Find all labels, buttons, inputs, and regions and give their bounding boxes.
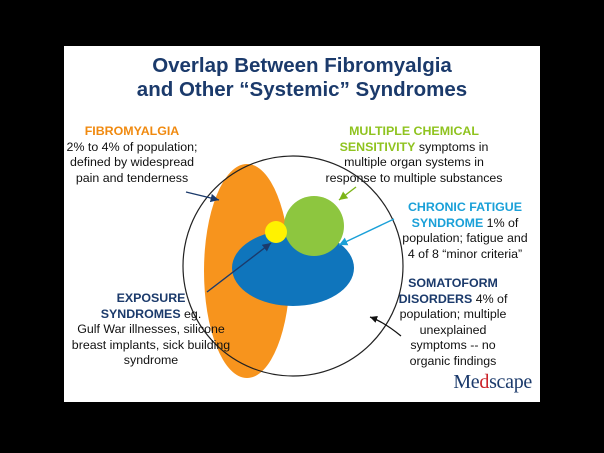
somatoform-line-6: organic findings [409,353,497,368]
mcs-heading-2: SENSITIVITY [339,139,416,154]
mcs-heading-1: MULTIPLE CHEMICAL [349,124,479,138]
label-somatoform: SOMATOFORM DISORDERS 4% of population; m… [390,276,516,369]
fibromyalgia-line-1: 2% to 4% of population; [66,139,198,154]
label-mcs: MULTIPLE CHEMICAL SENSITIVITY symptoms i… [314,124,514,186]
somatoform-line-4: unexplained [419,322,487,337]
cfs-heading-2: SYNDROME [411,215,484,230]
cfs-heading-1: CHRONIC FATIGUE [407,200,523,214]
exposure-line-2: eg. [180,306,202,321]
exposure-heading-1: EXPOSURE [116,291,186,305]
mcs-shape [284,196,344,256]
exposure-heading-2: SYNDROMES [100,306,181,321]
somatoform-line-2: 4% of [472,291,508,306]
somatoform-outline [182,155,404,377]
fibromyalgia-heading: FIBROMYALGIA [84,124,180,138]
exposure-shape [265,221,287,243]
title-line-2: and Other “Systemic” Syndromes [136,78,468,101]
exposure-line-5: syndrome [123,353,179,367]
fibromyalgia-line-2: defined by widespread [70,155,194,169]
arrow-somatoform [369,316,402,337]
cfs-line-4: 4 of 8 “minor criteria” [407,246,523,261]
medscape-logo: Medscape [453,371,532,394]
slide: Overlap Between Fibromyalgia and Other “… [64,46,540,402]
label-cfs: CHRONIC FATIGUE SYNDROME 1% of populatio… [390,200,540,262]
title-line-1: Overlap Between Fibromyalgia [152,54,452,77]
arrow-fibromyalgia [185,191,220,203]
somatoform-line-5: symptoms -- no [410,338,496,352]
venn-diagram [182,155,404,378]
label-fibromyalgia: FIBROMYALGIA 2% to 4% of population; def… [66,124,198,186]
somatoform-heading-2: DISORDERS [398,291,473,306]
exposure-line-4: breast implants, sick building [71,337,231,352]
logo-part-3: scape [489,371,532,393]
cfs-line-3: population; fatigue and [402,231,528,245]
exposure-line-3: Gulf War illnesses, silicone [77,322,225,336]
mcs-line-4: response to multiple substances [325,170,503,185]
logo-part-1: Me [453,371,480,393]
logo-part-2: d [479,371,490,393]
label-exposure: EXPOSURE SYNDROMES eg. Gulf War illnesse… [64,291,244,369]
slide-title: Overlap Between Fibromyalgia and Other “… [64,54,540,102]
fibromyalgia-line-3: pain and tenderness [75,170,189,185]
somatoform-line-3: population; multiple [399,307,507,321]
arrow-cfs [338,218,395,246]
somatoform-heading-1: SOMATOFORM [408,276,498,290]
arrow-exposure [206,242,272,293]
mcs-line-3: multiple organ systems in [344,155,484,169]
mcs-line-2: symptoms in [415,139,489,154]
arrow-mcs [338,186,357,201]
cfs-line-2: 1% of [483,215,519,230]
